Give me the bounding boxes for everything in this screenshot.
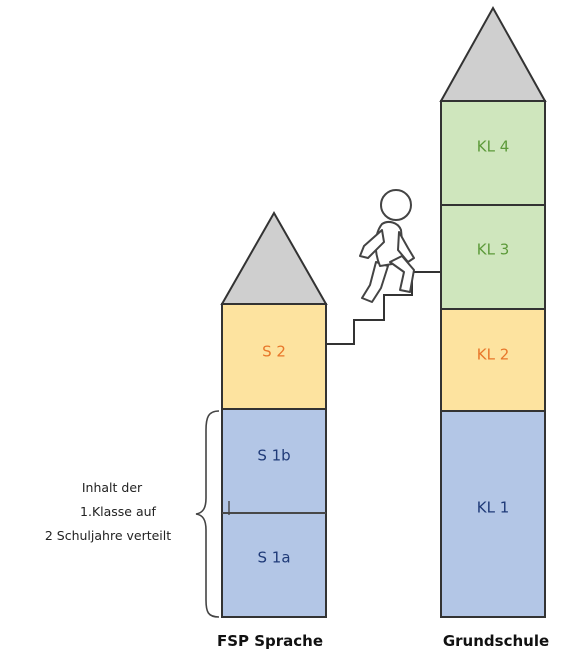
grundschule-caption: Grundschule xyxy=(443,632,549,650)
curly-brace-icon xyxy=(195,410,220,618)
label-s1a: S 1a xyxy=(257,549,290,567)
fsp-tower: S 2 S 1b S 1a FSP Sprache xyxy=(217,210,328,650)
grundschule-roof xyxy=(439,5,547,102)
fsp-caption: FSP Sprache xyxy=(217,632,323,650)
fsp-block-s2 xyxy=(221,303,327,410)
fsp-block-s1b xyxy=(221,408,327,514)
label-s1b: S 1b xyxy=(257,447,290,465)
label-kl1: KL 1 xyxy=(477,499,510,517)
fsp-roof xyxy=(220,210,328,305)
gs-block-kl4 xyxy=(440,100,546,206)
gs-block-kl3 xyxy=(440,204,546,310)
note-line-2: 1.Klasse auf xyxy=(80,504,157,519)
gs-block-kl2 xyxy=(440,308,546,412)
note-line-1: Inhalt der xyxy=(82,480,143,495)
grundschule-tower: KL 4 KL 3 KL 2 KL 1 Grundschule xyxy=(439,5,549,650)
note-line-3: 2 Schuljahre verteilt xyxy=(45,528,171,543)
label-s2: S 2 xyxy=(262,343,286,361)
note: Inhalt der 1.Klasse auf 2 Schuljahre ver… xyxy=(45,480,171,543)
label-kl3: KL 3 xyxy=(477,241,510,259)
climbing-person-icon xyxy=(359,189,415,303)
gs-block-kl1 xyxy=(440,410,546,618)
label-kl2: KL 2 xyxy=(477,346,510,364)
label-kl4: KL 4 xyxy=(477,138,510,156)
